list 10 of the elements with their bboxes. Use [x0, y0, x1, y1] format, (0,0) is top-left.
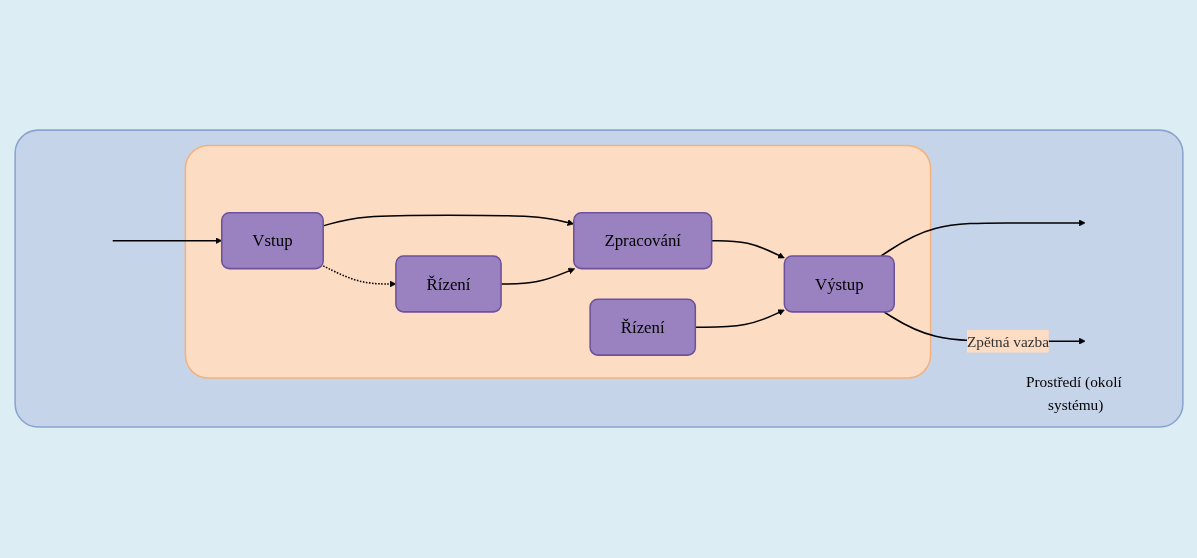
- arrow: [111, 237, 222, 245]
- arrow: [694, 309, 785, 329]
- node-box: Řízení: [588, 298, 696, 357]
- node-box: Řízení: [394, 255, 502, 314]
- cluster: [184, 145, 931, 380]
- node-box: Výstup: [783, 255, 895, 314]
- node-box: Zpracování: [572, 212, 712, 270]
- arrow: [879, 219, 1086, 258]
- node-box: Vstup: [220, 212, 324, 270]
- edge-label: Zpětná vazba: [966, 333, 1049, 350]
